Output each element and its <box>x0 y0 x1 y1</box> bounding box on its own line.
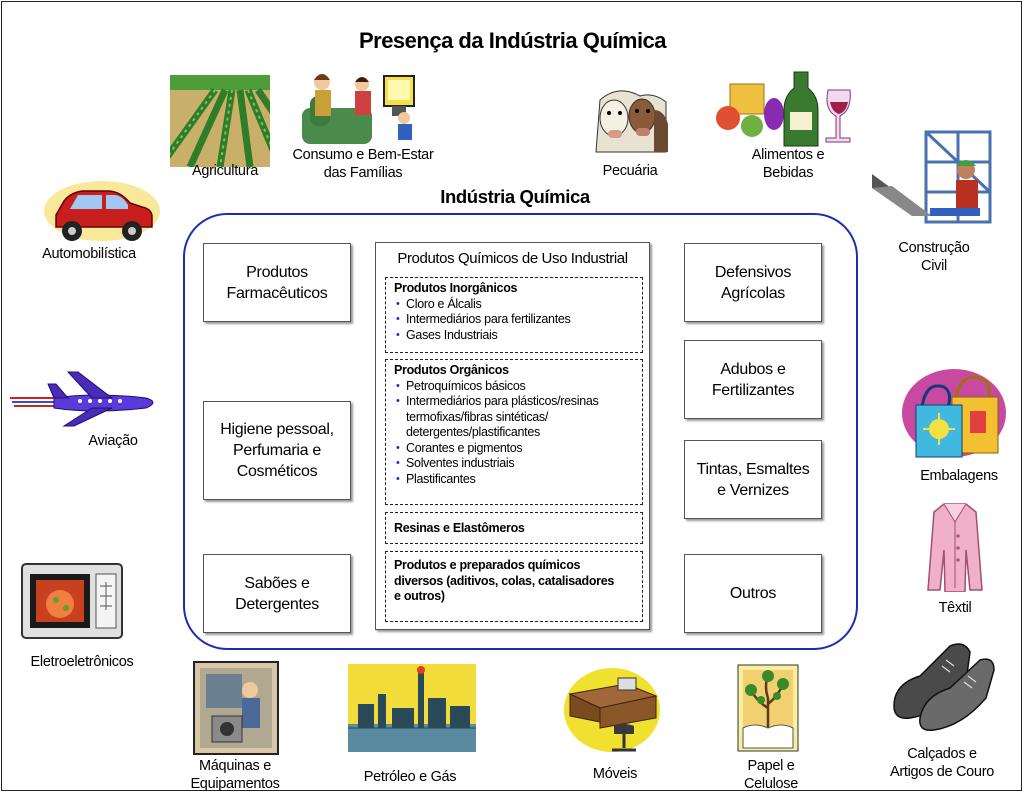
list-item: Intermediários para plásticos/resinas <box>394 394 636 410</box>
sector-label-pecuaria: Pecuária <box>602 163 658 179</box>
shoes-icon <box>893 643 995 731</box>
airplane-icon <box>10 371 154 427</box>
paper-tree-icon <box>737 664 799 752</box>
sector-label-petroleo: Petróleo e Gás <box>363 769 457 785</box>
center-box-title: Produtos Químicos de Uso Industrial <box>397 250 628 267</box>
microwave-icon <box>21 563 123 639</box>
sector-label-agricultura: Agricultura <box>191 163 258 179</box>
oil-refinery-icon <box>348 664 476 752</box>
sector-label-textil: Têxtil <box>938 600 972 616</box>
construction-worker-icon <box>872 130 992 224</box>
group-produtos-inorganicos: Produtos Inorgânicos Cloro e Álcalis Int… <box>385 277 643 353</box>
family-consumer-icon <box>302 74 415 144</box>
sector-label-embalagens: Embalagens <box>920 468 998 484</box>
list-item: termofixas/fibras sintéticas/ <box>406 409 549 424</box>
sector-label-eletroeletronicos: Eletroeletrônicos <box>30 654 134 670</box>
list-item: Corantes e pigmentos <box>394 441 636 457</box>
list-item: Cloro e Álcalis <box>394 297 636 313</box>
coat-textile-icon <box>927 503 983 592</box>
group-heading: Produtos Orgânicos <box>394 363 509 377</box>
industry-container <box>183 213 858 650</box>
sector-label-automobilistica: Automobilística <box>42 246 136 262</box>
list-item: Solventes industriais <box>394 456 636 472</box>
food-beverages-icon <box>716 71 851 147</box>
group-produtos-diversos: Produtos e preparados químicos diversos … <box>385 551 643 622</box>
furniture-desk-icon <box>564 668 660 752</box>
list-item: Intermediários para fertilizantes <box>394 312 636 328</box>
group-resinas-elastomeros: Resinas e Elastômeros <box>385 512 643 544</box>
industry-subtitle: Indústria Química <box>440 186 590 207</box>
group-produtos-organicos: Produtos Orgânicos Petroquímicos básicos… <box>385 359 643 505</box>
sector-label-moveis: Móveis <box>592 766 638 782</box>
box-outros: Outros <box>684 554 822 633</box>
list-item: Plastificantes <box>394 472 636 488</box>
car-icon <box>44 181 160 241</box>
diagram-title: Presença da Indústria Química <box>358 28 667 53</box>
sector-label-aviacao: Aviação <box>88 433 138 449</box>
group-heading: Produtos Inorgânicos <box>394 281 518 295</box>
list-item: detergentes/plastificantes <box>406 425 540 439</box>
machine-worker-icon <box>193 661 279 755</box>
box-produtos-quimicos-uso-industrial: Produtos Químicos de Uso Industrial Prod… <box>375 242 650 630</box>
list-item: Petroquímicos básicos <box>394 379 636 395</box>
livestock-cattle-icon <box>595 90 668 153</box>
list-item: Gases Industriais <box>394 328 636 344</box>
agriculture-field-icon <box>170 75 270 167</box>
shopping-bags-icon <box>902 369 1006 458</box>
